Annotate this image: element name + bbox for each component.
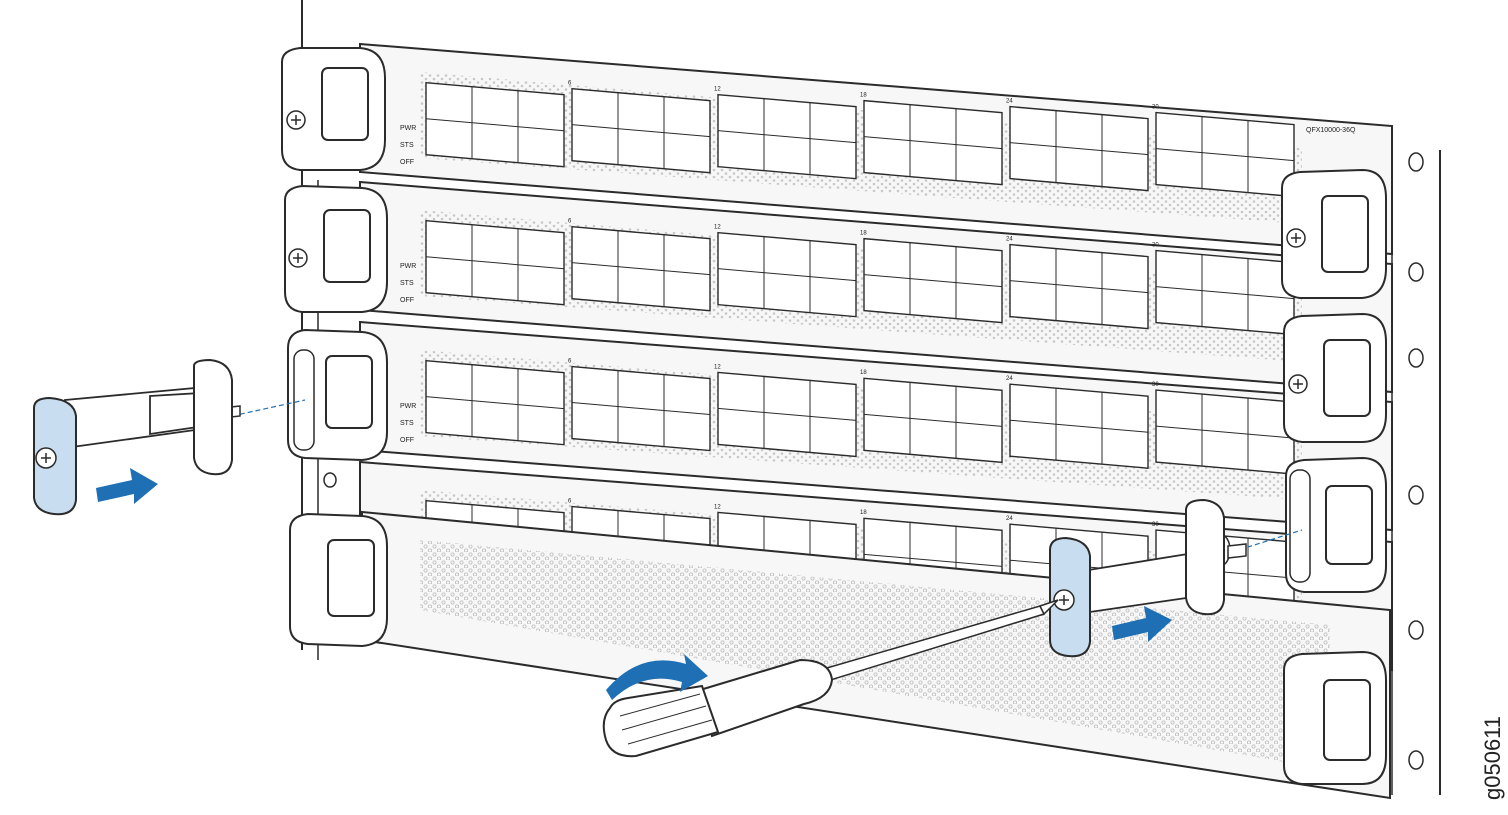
led-label: OFF	[400, 159, 414, 166]
figure-id-label: g050611	[1480, 716, 1505, 800]
port-group	[425, 359, 565, 446]
screwdriver-icon	[602, 599, 1059, 758]
port-number-label: 24	[1006, 236, 1013, 242]
port-number-label: 30	[1152, 242, 1159, 248]
right-handles	[1281, 168, 1387, 785]
left-handles	[281, 47, 388, 648]
port-number-label: 18	[860, 510, 867, 516]
port-number-label: 6	[568, 498, 572, 504]
led-label: PWR	[400, 403, 416, 410]
arrow-right-icon	[1112, 606, 1172, 642]
led-label: OFF	[400, 297, 414, 304]
port-group	[1009, 243, 1149, 330]
led-label: OFF	[400, 437, 414, 444]
port-group	[1155, 249, 1295, 336]
port-number-label: 6	[568, 81, 572, 87]
led-label: PWR	[400, 263, 416, 270]
port-number-label: 6	[568, 358, 572, 364]
port-number-label: 30	[1152, 104, 1159, 110]
port-number-label: 12	[714, 224, 721, 230]
led-label: STS	[400, 142, 414, 149]
port-number-label: 18	[860, 370, 867, 376]
port-number-label: 12	[714, 86, 721, 92]
port-group	[717, 93, 857, 180]
handle-icon	[33, 358, 306, 516]
port-group	[717, 371, 857, 458]
port-group	[425, 219, 565, 306]
port-number-label: 18	[860, 230, 867, 236]
port-number-label: 24	[1006, 98, 1013, 104]
port-group	[571, 225, 711, 312]
port-group	[863, 99, 1003, 186]
led-label: STS	[400, 420, 414, 427]
port-group	[863, 377, 1003, 464]
model-label: QFX10000-36Q	[1306, 127, 1356, 134]
port-number-label: 24	[1006, 516, 1013, 522]
led-label: STS	[400, 280, 414, 287]
port-number-label: 24	[1006, 376, 1013, 382]
port-group	[425, 81, 565, 168]
port-group	[571, 365, 711, 452]
port-number-label: 30	[1152, 522, 1159, 528]
port-group	[1009, 105, 1149, 192]
port-group	[1155, 111, 1295, 198]
led-label: PWR	[400, 125, 416, 132]
port-group	[717, 231, 857, 318]
port-group	[863, 237, 1003, 324]
arrow-right-icon	[96, 468, 158, 504]
port-group	[1009, 383, 1149, 469]
right-rack-rail	[1391, 150, 1441, 795]
port-number-label: 12	[714, 364, 721, 370]
rotate-arrow-icon	[606, 654, 708, 700]
port-number-label: 12	[714, 504, 721, 510]
port-number-label: 6	[568, 219, 572, 225]
port-group	[571, 87, 711, 174]
handle-icon	[1049, 498, 1303, 658]
port-group	[1155, 389, 1295, 475]
port-number-label: 30	[1152, 382, 1159, 388]
port-number-label: 18	[860, 92, 867, 98]
